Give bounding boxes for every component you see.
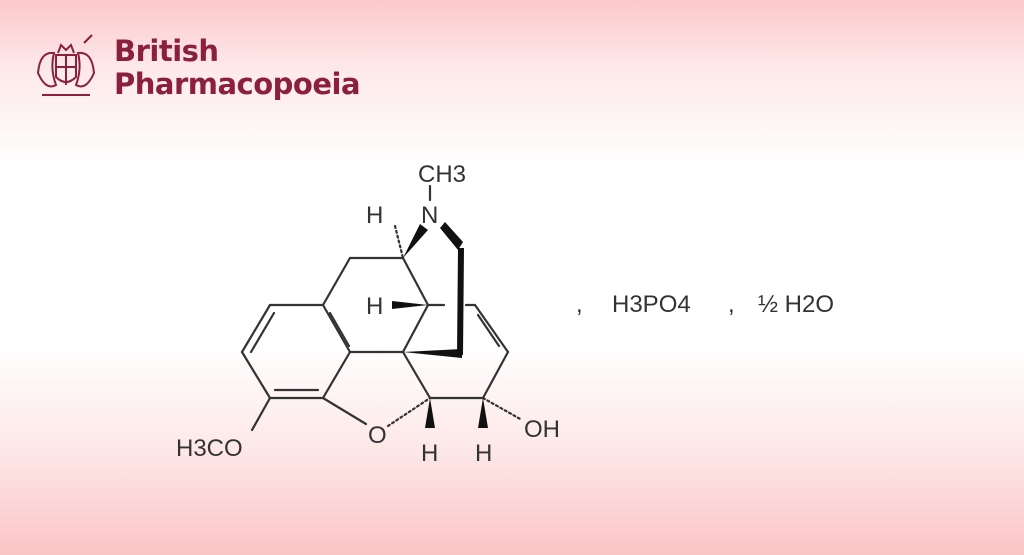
separator-2: ,: [728, 291, 735, 318]
wedge-bond: [403, 349, 462, 358]
bond: [473, 303, 510, 354]
wedge-bond: [457, 248, 464, 355]
bond: [321, 303, 352, 354]
hashed-bond: [481, 396, 524, 422]
hydroxyl-label: OH: [524, 416, 560, 443]
wedge-bond: [478, 398, 488, 428]
bond: [401, 303, 430, 354]
bond: [249, 311, 276, 354]
wedge-bond: [425, 398, 435, 428]
hashed-bond: [393, 224, 405, 260]
bond: [401, 350, 432, 400]
hashed-bond: [386, 396, 432, 428]
bond: [321, 350, 352, 400]
methoxy-label: H3CO: [176, 435, 243, 462]
bond: [401, 256, 430, 307]
coat-of-arms-icon: [36, 34, 96, 96]
nitrogen-label: N: [421, 202, 438, 229]
wedge-bond: [440, 222, 463, 250]
methyl-label: CH3: [418, 161, 466, 188]
logo-line-pharmacopoeia: Pharmacopoeia: [114, 67, 361, 101]
bond: [240, 350, 272, 400]
bond: [481, 350, 510, 400]
phosphoric-acid-label: H3PO4: [612, 291, 691, 318]
bond: [240, 303, 272, 354]
h-bottom-left-label: H: [421, 440, 438, 467]
british-pharmacopoeia-logo: British Pharmacopoeia: [28, 33, 361, 103]
bond: [476, 313, 501, 348]
wedge-bond: [392, 301, 428, 309]
bond: [328, 311, 351, 348]
wedge-bond: [403, 224, 428, 258]
h-bottom-right-label: H: [475, 440, 492, 467]
separator-1: ,: [576, 291, 583, 318]
h-mid-label: H: [366, 293, 383, 320]
water-label: ½ H2O: [758, 291, 834, 318]
h-top-label: H: [366, 202, 383, 229]
bond: [321, 396, 368, 426]
bond: [250, 396, 272, 432]
logo-line-british: British: [114, 34, 219, 68]
bond: [321, 256, 352, 307]
oxygen-label: O: [368, 422, 387, 449]
